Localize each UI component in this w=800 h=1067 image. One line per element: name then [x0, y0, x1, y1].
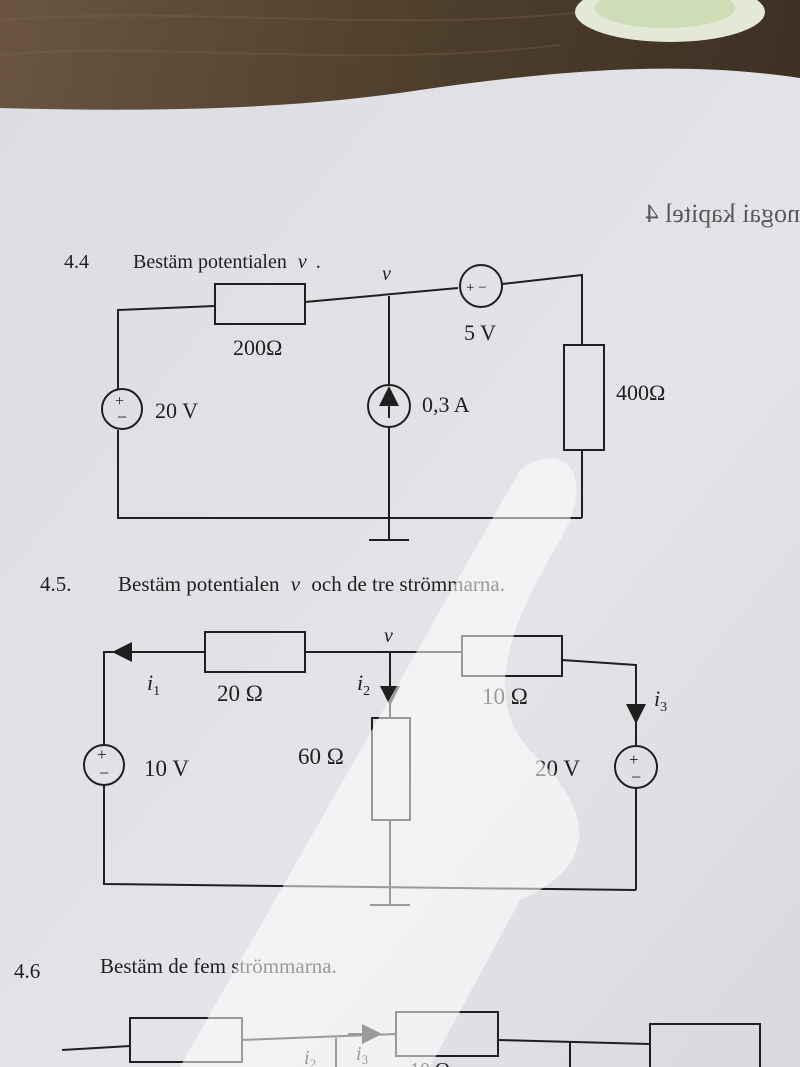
table-wood-grain — [0, 9, 601, 57]
problem-prompt: Bestäm potentialen v . — [133, 251, 321, 273]
wire-left-top — [103, 651, 205, 745]
source-20v-minus: − — [631, 767, 641, 787]
prompt-text: Bestäm potentialen — [133, 251, 287, 273]
voltage-source-5v — [459, 264, 503, 308]
node-label-v: v — [382, 263, 391, 285]
paper-page — [0, 68, 800, 1067]
i3-letter: i — [654, 686, 660, 711]
wire-left — [61, 1045, 131, 1051]
wire-top-right — [501, 273, 583, 345]
label-i2: i2 — [357, 670, 370, 699]
wire-top-mid — [304, 287, 459, 303]
problem-4-4: 4.4 Bestäm potentialen v . + — [64, 251, 665, 541]
circuit-4-4 — [101, 264, 605, 541]
source-polarity-plus: + — [115, 393, 124, 410]
prompt-variable: v — [291, 572, 301, 596]
label-200-ohm: 200Ω — [233, 335, 282, 360]
voltage-source-20v — [101, 388, 143, 430]
i2-letter: i — [357, 670, 363, 695]
problem-number: 4.5. — [40, 572, 72, 596]
wire-bottom — [117, 430, 582, 519]
problem-number: 4.4 — [64, 251, 89, 273]
label-0-3a: 0,3 A — [422, 392, 470, 417]
prompt-text: Bestäm potentialen — [118, 572, 280, 596]
prompt-trail: . — [316, 251, 321, 273]
problem-prompt: Bestäm potentialen v och de tre strömmar… — [118, 572, 505, 596]
label-400-ohm: 400Ω — [616, 380, 665, 405]
wire-top-left — [117, 305, 216, 390]
problem-number: 4.6 — [14, 959, 40, 983]
label-60-ohm: 60 Ω — [298, 744, 344, 769]
source-10v-plus: + — [97, 745, 107, 764]
wire-right — [497, 1039, 651, 1045]
i1-sub: 1 — [153, 684, 160, 699]
label-10v: 10 V — [144, 756, 189, 781]
label-5v: 5 V — [464, 320, 496, 345]
resistor-b — [649, 1023, 761, 1067]
sunlight-patch — [180, 458, 580, 1067]
i3-sub: 3 — [660, 700, 667, 715]
source-polarity-minus: − — [117, 407, 127, 427]
node-label-v: v — [384, 625, 393, 647]
label-i1: i1 — [147, 670, 160, 699]
source-5v-polarity: + − — [466, 280, 487, 296]
bleed-through-text: nogai kapitel 4 — [645, 199, 800, 228]
i1-letter: i — [147, 670, 153, 695]
source-10v-minus: − — [99, 763, 109, 783]
source-20v-plus: + — [629, 750, 639, 769]
label-i3: i3 — [654, 686, 667, 715]
cloth-object — [575, 0, 765, 42]
prompt-variable: v — [298, 251, 307, 273]
i2-sub: 2 — [363, 684, 370, 699]
label-20v: 20 V — [155, 398, 198, 423]
resistor-200 — [214, 283, 306, 325]
label-20-ohm: 20 Ω — [217, 681, 263, 706]
resistor-400 — [563, 344, 605, 451]
